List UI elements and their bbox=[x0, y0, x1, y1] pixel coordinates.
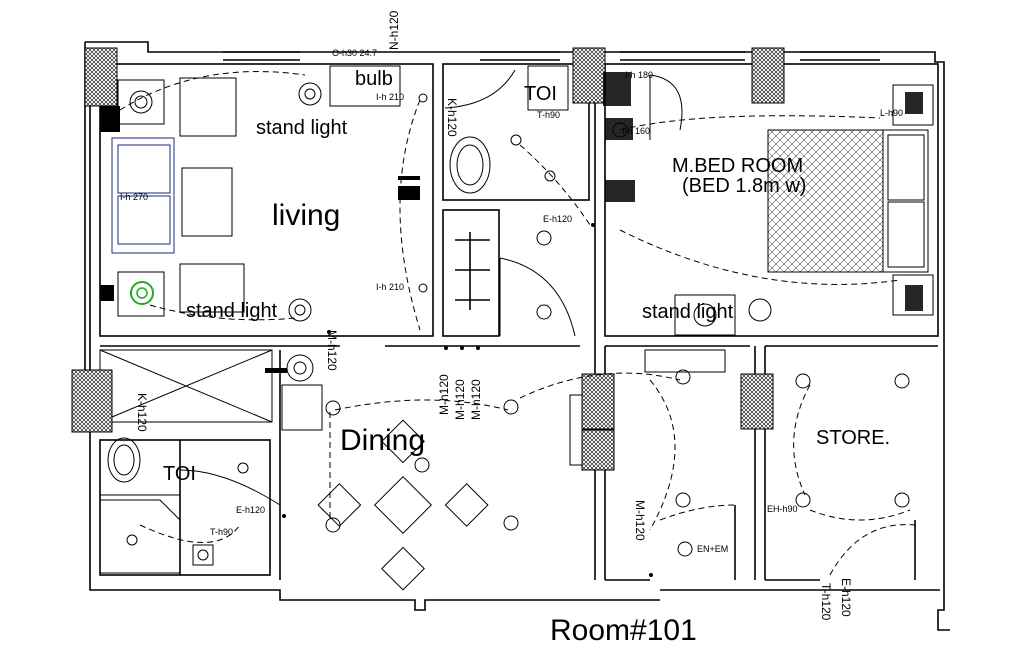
vertical-label: M-h120 bbox=[633, 500, 647, 541]
switch-height-label: T-h90 bbox=[210, 527, 233, 537]
switch-height-label: I-h 210 bbox=[376, 282, 404, 292]
fixture-labels: stand light stand light stand light bulb… bbox=[120, 48, 903, 554]
vertical-label: K-h120 bbox=[445, 98, 459, 137]
switch-height-label: I-h 180 bbox=[625, 70, 653, 80]
plan-title: Room#101 bbox=[550, 614, 697, 647]
switch-height-label: E-h120 bbox=[236, 505, 265, 515]
living-furniture bbox=[111, 65, 421, 331]
stand-light-label: stand light bbox=[642, 301, 734, 323]
stand-light-label: stand light bbox=[186, 300, 278, 322]
room-label-toilet-left: TOI bbox=[163, 463, 196, 485]
switch-height-label: I-h 160 bbox=[622, 126, 650, 136]
switch-height-label: EH-h90 bbox=[767, 504, 798, 514]
vertical-label: N-h120 bbox=[387, 10, 401, 50]
vertical-label: M-h120 bbox=[453, 379, 467, 420]
vertical-label: M-h120 bbox=[325, 330, 339, 371]
stand-light-label: stand light bbox=[256, 117, 348, 139]
room-label-dining: Dining bbox=[340, 424, 425, 457]
vertical-label: K-h120 bbox=[135, 393, 149, 432]
room-labels: living Dining M.BED ROOM (BED 1.8m w) ST… bbox=[163, 83, 890, 647]
switch-height-label: L-h90 bbox=[880, 108, 903, 118]
bedroom-furniture bbox=[612, 74, 934, 336]
outer-walls bbox=[72, 41, 950, 631]
switch-height-label: I-h 270 bbox=[120, 192, 148, 202]
vertical-label: M-h120 bbox=[469, 379, 483, 420]
switch-height-label: EN+EM bbox=[697, 544, 728, 554]
switch-height-label: T-h90 bbox=[537, 110, 560, 120]
room-label-toilet-top: TOI bbox=[524, 83, 557, 105]
switch-boards bbox=[100, 72, 923, 577]
room-label-living: living bbox=[272, 199, 340, 232]
vertical-labels: N-h120 M-h120 M-h120 M-h120 M-h120 M-h12… bbox=[135, 10, 853, 620]
toilet-left-fixtures bbox=[99, 437, 281, 574]
toilet-top-fixtures bbox=[444, 65, 591, 310]
switch-height-label: I-h 210 bbox=[376, 92, 404, 102]
room-label-master-bed: M.BED ROOM bbox=[672, 155, 803, 177]
switch-height-label: O-h30 24.7 bbox=[332, 48, 377, 58]
vertical-label: T-h120 bbox=[819, 583, 833, 621]
room-label-store: STORE. bbox=[816, 427, 890, 449]
corridor-store-fixtures bbox=[519, 349, 916, 576]
vertical-label: E-h120 bbox=[839, 578, 853, 617]
dining-furniture bbox=[281, 230, 576, 591]
switch-height-label: E-h120 bbox=[543, 214, 572, 224]
bulb-label: bulb bbox=[355, 68, 393, 90]
columns bbox=[71, 47, 785, 471]
vertical-label: M-h120 bbox=[437, 374, 451, 415]
bed-size-note: (BED 1.8m w) bbox=[682, 175, 806, 197]
